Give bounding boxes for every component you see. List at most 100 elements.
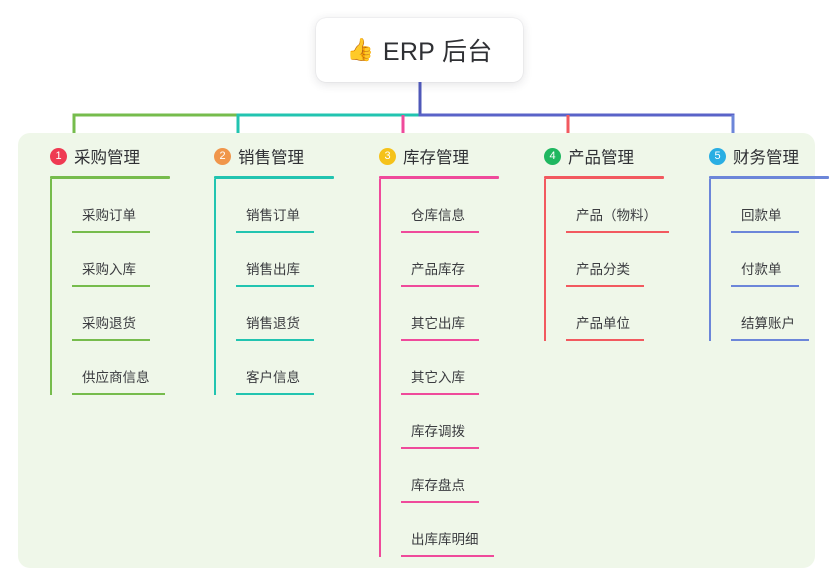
branch-title: 采购管理 bbox=[74, 149, 140, 167]
branch-underline bbox=[50, 176, 170, 179]
branches-panel bbox=[18, 133, 815, 568]
branch-header-3[interactable]: 3 库存管理 bbox=[357, 143, 499, 169]
branch-item-label: 其它入库 bbox=[411, 370, 465, 385]
branch-column-4: 4 产品管理产品（物料） 产品分类产品单位 bbox=[522, 143, 669, 341]
branch-item[interactable]: 产品单位 bbox=[544, 287, 664, 341]
branch-item[interactable]: 仓库信息 bbox=[379, 179, 499, 233]
branch-item-underline bbox=[72, 339, 150, 341]
branch-item-underline bbox=[72, 231, 150, 233]
branch-header-4[interactable]: 4 产品管理 bbox=[522, 143, 664, 169]
branch-item-label: 销售出库 bbox=[246, 262, 300, 277]
branch-underline bbox=[379, 176, 499, 179]
branch-item-underline bbox=[566, 231, 669, 233]
thumbs-up-icon: 👍 bbox=[346, 37, 374, 62]
branch-item-underline bbox=[401, 501, 479, 503]
branch-item-label: 库存调拨 bbox=[411, 424, 465, 439]
branch-item[interactable]: 客户信息 bbox=[214, 341, 334, 395]
branch-item-label: 销售退货 bbox=[246, 316, 300, 331]
branch-item-underline bbox=[236, 339, 314, 341]
branch-item-label: 产品单位 bbox=[576, 316, 630, 331]
branch-item-label: 结算账户 bbox=[741, 316, 795, 331]
branch-item-underline bbox=[731, 339, 809, 341]
branch-item[interactable]: 销售出库 bbox=[214, 233, 334, 287]
branch-item-label: 产品库存 bbox=[411, 262, 465, 277]
branch-item-underline bbox=[401, 447, 479, 449]
branch-spine bbox=[50, 179, 52, 395]
branch-item[interactable]: 出库库明细 bbox=[379, 503, 499, 557]
root-node-content: 👍 ERP 后台 bbox=[346, 32, 492, 68]
branch-item-label: 采购退货 bbox=[82, 316, 136, 331]
branch-items: 销售订单销售出库销售退货客户信息 bbox=[192, 179, 334, 395]
branch-item[interactable]: 采购入库 bbox=[50, 233, 170, 287]
branch-spine bbox=[544, 179, 546, 341]
branch-item-underline bbox=[401, 393, 479, 395]
branch-underline bbox=[709, 176, 829, 179]
branch-header-1[interactable]: 1 采购管理 bbox=[28, 143, 170, 169]
branch-item-underline bbox=[566, 285, 644, 287]
branch-column-3: 3 库存管理仓库信息产品库存其它出库其它入库库存调拨库存盘点出库库明细 bbox=[357, 143, 499, 557]
branch-header-5[interactable]: 5 财务管理 bbox=[687, 143, 829, 169]
branch-item-underline bbox=[236, 285, 314, 287]
branch-items: 回款单付款单结算账户 bbox=[687, 179, 829, 341]
branch-item-underline bbox=[236, 231, 314, 233]
branch-title: 库存管理 bbox=[403, 149, 469, 167]
branch-item[interactable]: 付款单 bbox=[709, 233, 829, 287]
root-node-label: ERP 后台 bbox=[382, 38, 493, 66]
branch-item-label: 销售订单 bbox=[246, 208, 300, 223]
branch-item-underline bbox=[72, 285, 150, 287]
branch-item[interactable]: 库存盘点 bbox=[379, 449, 499, 503]
branch-item[interactable]: 产品（物料） bbox=[544, 179, 669, 233]
branch-item-underline bbox=[401, 285, 479, 287]
branch-column-5: 5 财务管理回款单付款单结算账户 bbox=[687, 143, 829, 341]
branch-item-label: 库存盘点 bbox=[411, 478, 465, 493]
branch-item[interactable]: 结算账户 bbox=[709, 287, 829, 341]
root-node[interactable]: 👍 ERP 后台 bbox=[316, 18, 523, 82]
branch-item-label: 采购入库 bbox=[82, 262, 136, 277]
branch-item-label: 仓库信息 bbox=[411, 208, 465, 223]
branch-item-label: 付款单 bbox=[741, 262, 782, 277]
branch-item[interactable]: 产品分类 bbox=[544, 233, 664, 287]
branch-number-badge: 3 bbox=[379, 147, 396, 165]
branch-item-label: 回款单 bbox=[741, 208, 782, 223]
branch-item[interactable]: 产品库存 bbox=[379, 233, 499, 287]
branch-items: 产品（物料） 产品分类产品单位 bbox=[522, 179, 669, 341]
branch-spine bbox=[214, 179, 216, 395]
branch-items: 仓库信息产品库存其它出库其它入库库存调拨库存盘点出库库明细 bbox=[357, 179, 499, 557]
branch-underline bbox=[544, 176, 664, 179]
branch-title: 财务管理 bbox=[733, 149, 799, 167]
branch-item-underline bbox=[401, 555, 494, 557]
branch-item[interactable]: 库存调拨 bbox=[379, 395, 499, 449]
branch-number-badge: 1 bbox=[50, 147, 67, 165]
branch-title: 产品管理 bbox=[568, 149, 634, 167]
branch-items: 采购订单采购入库采购退货供应商信息 bbox=[28, 179, 170, 395]
branch-item[interactable]: 回款单 bbox=[709, 179, 829, 233]
branch-number-badge: 2 bbox=[214, 147, 231, 165]
branch-item-label: 其它出库 bbox=[411, 316, 465, 331]
branch-item[interactable]: 采购订单 bbox=[50, 179, 170, 233]
branch-item[interactable]: 其它入库 bbox=[379, 341, 499, 395]
branch-item-underline bbox=[72, 393, 165, 395]
branch-item-underline bbox=[236, 393, 314, 395]
branch-item[interactable]: 销售订单 bbox=[214, 179, 334, 233]
branch-spine bbox=[709, 179, 711, 341]
branch-item-label: 供应商信息 bbox=[82, 370, 150, 385]
branch-header-2[interactable]: 2 销售管理 bbox=[192, 143, 334, 169]
branch-item-label: 出库库明细 bbox=[411, 532, 479, 547]
branch-item-underline bbox=[731, 231, 799, 233]
branch-number-badge: 5 bbox=[709, 147, 726, 165]
branch-item-underline bbox=[401, 339, 479, 341]
branch-item-underline bbox=[401, 231, 479, 233]
branch-item-label: 客户信息 bbox=[246, 370, 300, 385]
branch-item[interactable]: 采购退货 bbox=[50, 287, 170, 341]
branch-spine bbox=[379, 179, 381, 557]
branch-column-1: 1 采购管理采购订单采购入库采购退货供应商信息 bbox=[28, 143, 170, 395]
branch-column-2: 2 销售管理销售订单销售出库销售退货客户信息 bbox=[192, 143, 334, 395]
branch-item[interactable]: 销售退货 bbox=[214, 287, 334, 341]
branch-item-label: 采购订单 bbox=[82, 208, 136, 223]
branch-item[interactable]: 其它出库 bbox=[379, 287, 499, 341]
branch-item[interactable]: 供应商信息 bbox=[50, 341, 170, 395]
branch-number-badge: 4 bbox=[544, 147, 561, 165]
branch-item-label: 产品（物料） bbox=[576, 208, 657, 223]
branch-title: 销售管理 bbox=[238, 149, 304, 167]
branch-underline bbox=[214, 176, 334, 179]
